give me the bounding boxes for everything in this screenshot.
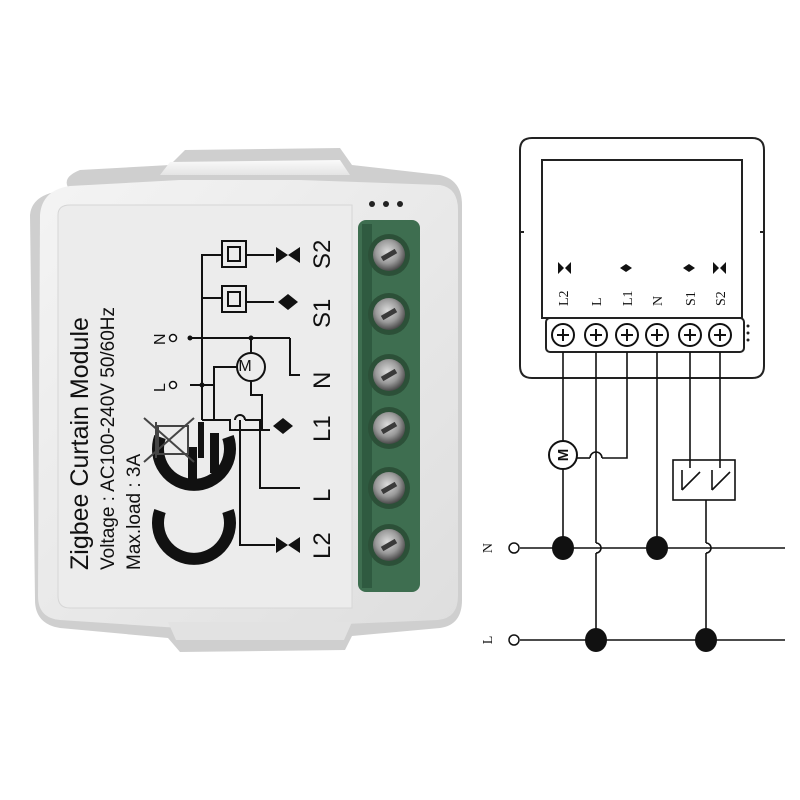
rotated-label-text: Zigbee Curtain Module Voltage : AC100-24… <box>66 307 145 570</box>
module-terminal-label: S1 <box>309 299 336 328</box>
screw-slot <box>380 368 398 382</box>
diagram-motor-symbol: M <box>555 449 572 462</box>
diagram-terminal-label: S2 <box>714 291 729 306</box>
module-terminal-label: S2 <box>309 240 336 269</box>
diagram-terminal-label: L <box>590 297 605 306</box>
weee-bin-icon <box>143 417 204 463</box>
schematic-n-label: N <box>152 333 169 345</box>
stop-glyph-s2 <box>276 247 300 263</box>
stop-glyph-s2 <box>713 262 726 274</box>
max-load-rating: Max.load : 3A <box>124 454 145 570</box>
module-title: Zigbee Curtain Module <box>66 317 94 570</box>
device-led-dots <box>746 324 750 342</box>
weee-bar <box>210 433 219 473</box>
diagram-direction-glyphs <box>558 262 726 274</box>
diagram-terminal-labels: L2 L L1 N S1 S2 <box>557 290 729 306</box>
diagram-terminal-label: L2 <box>557 290 572 306</box>
led-dot <box>383 201 389 207</box>
junction-dot <box>199 382 205 388</box>
led-dot <box>397 201 403 207</box>
housing-bottom-lip <box>168 622 352 640</box>
diagram-wires <box>520 352 785 641</box>
n-line-label: N <box>481 543 496 553</box>
l-line-label: L <box>481 636 496 645</box>
diagram-motor-icon <box>548 440 578 470</box>
l-input-terminal <box>508 634 520 646</box>
diagram-terminal-label: N <box>651 296 666 306</box>
updown-glyph-s1 <box>278 294 298 310</box>
updown-glyph-l1 <box>620 264 632 272</box>
module-direction-glyphs <box>273 247 300 553</box>
diagram-terminal-screws <box>551 323 732 347</box>
module-photo: Zigbee Curtain Module Voltage : AC100-24… <box>30 148 462 652</box>
terminal-block-shade <box>362 224 372 588</box>
n-input-terminal <box>508 542 520 554</box>
schematic-l-label: L <box>152 383 169 392</box>
device-outline <box>519 137 765 379</box>
voltage-rating: Voltage : AC100-240V 50/60Hz <box>98 307 119 570</box>
diagram-terminal-label: L1 <box>621 290 636 306</box>
module-terminal-label: L1 <box>309 415 336 442</box>
screw-slot <box>380 421 398 435</box>
junction-dots <box>552 536 717 652</box>
n-node <box>168 333 178 343</box>
ce-c <box>152 509 236 565</box>
stop-glyph-l2 <box>276 537 300 553</box>
module-schematic <box>190 240 300 546</box>
screw-slot <box>380 481 398 495</box>
housing-top-lip <box>160 160 350 175</box>
module-motor-symbol: M <box>238 358 251 375</box>
stop-glyph-l2 <box>558 262 571 274</box>
terminal-screws <box>368 234 410 566</box>
module-terminal-label: L2 <box>309 532 336 559</box>
label-panel <box>57 204 353 609</box>
screw-slot <box>380 307 398 321</box>
l-node <box>168 380 178 390</box>
diagram-terminal-label: S1 <box>684 291 699 306</box>
led-dot <box>369 201 375 207</box>
junction-dot <box>248 335 254 341</box>
screw-slot <box>380 538 398 552</box>
ce-e-bar <box>188 447 197 487</box>
updown-glyph-l1 <box>273 418 293 434</box>
screw-slot <box>380 248 398 262</box>
device-terminal-strip <box>545 317 745 353</box>
module-terminal-label: L <box>309 489 336 502</box>
module-terminal-label: N <box>309 372 336 389</box>
ce-mark <box>152 435 236 565</box>
updown-glyph-s1 <box>683 264 695 272</box>
junction-dot <box>187 335 193 341</box>
device-inner-panel <box>541 159 743 319</box>
